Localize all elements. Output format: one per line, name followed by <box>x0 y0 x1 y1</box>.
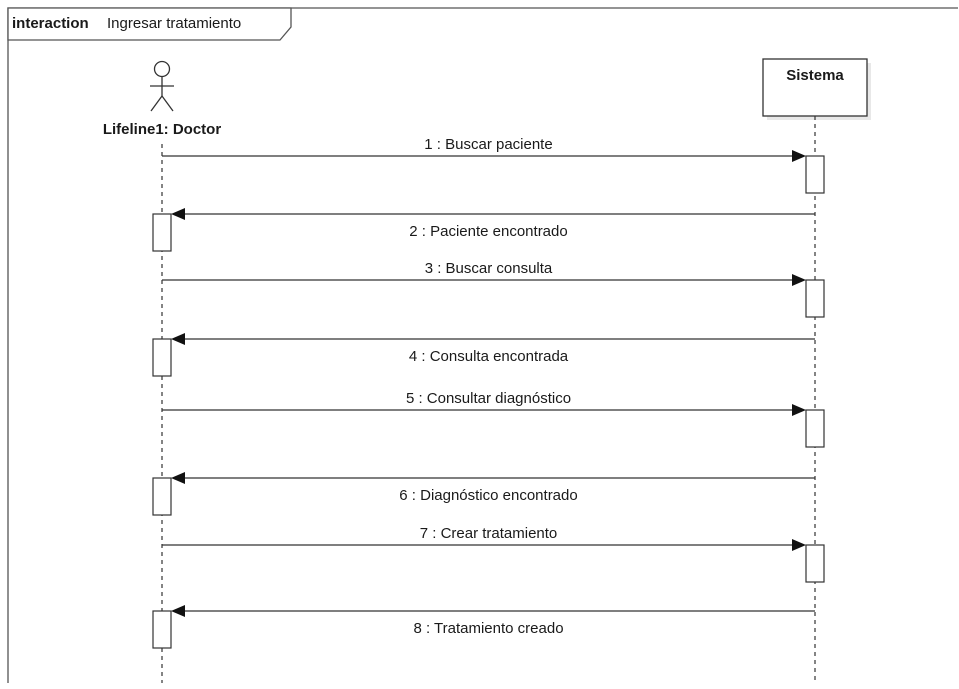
lifeline-system-box[interactable] <box>762 58 868 117</box>
lifeline-doctor-label: Lifeline1: Doctor <box>103 121 222 138</box>
message-label: 2 : Paciente encontrado <box>409 223 567 240</box>
message-arrowhead <box>171 333 185 345</box>
frame-name-tab <box>7 7 292 41</box>
message-label: 4 : Consulta encontrada <box>409 348 569 365</box>
message-label: 5 : Consultar diagnóstico <box>406 390 571 407</box>
messages-layer: 1 : Buscar paciente 2 : Paciente encontra… <box>152 136 825 649</box>
message-arrowhead <box>792 274 806 286</box>
message-arrowhead <box>171 208 185 220</box>
lifeline-system-label: Sistema <box>786 67 844 84</box>
activation-bar-system <box>805 409 825 448</box>
activation-bar-system <box>805 155 825 194</box>
message-label: 8 : Tratamiento creado <box>413 620 563 637</box>
activation-bar-system <box>805 279 825 318</box>
activation-bar-doctor <box>152 213 172 252</box>
activation-bar-doctor <box>152 338 172 377</box>
message-label: 1 : Buscar paciente <box>424 136 552 153</box>
message-arrowhead <box>171 605 185 617</box>
message-arrowhead <box>792 150 806 162</box>
activation-bar-system <box>805 544 825 583</box>
frame-name: Ingresar tratamiento <box>107 15 241 32</box>
activation-bar-doctor <box>152 610 172 649</box>
message-arrowhead <box>792 404 806 416</box>
message-label: 7 : Crear tratamiento <box>420 525 558 542</box>
message-arrowhead <box>792 539 806 551</box>
message-label: 3 : Buscar consulta <box>425 260 553 277</box>
message-arrowhead <box>171 472 185 484</box>
actor-icon <box>150 60 174 112</box>
message-label: 6 : Diagnóstico encontrado <box>399 487 577 504</box>
frame-keyword: interaction <box>12 15 89 32</box>
activation-bar-doctor <box>152 477 172 516</box>
